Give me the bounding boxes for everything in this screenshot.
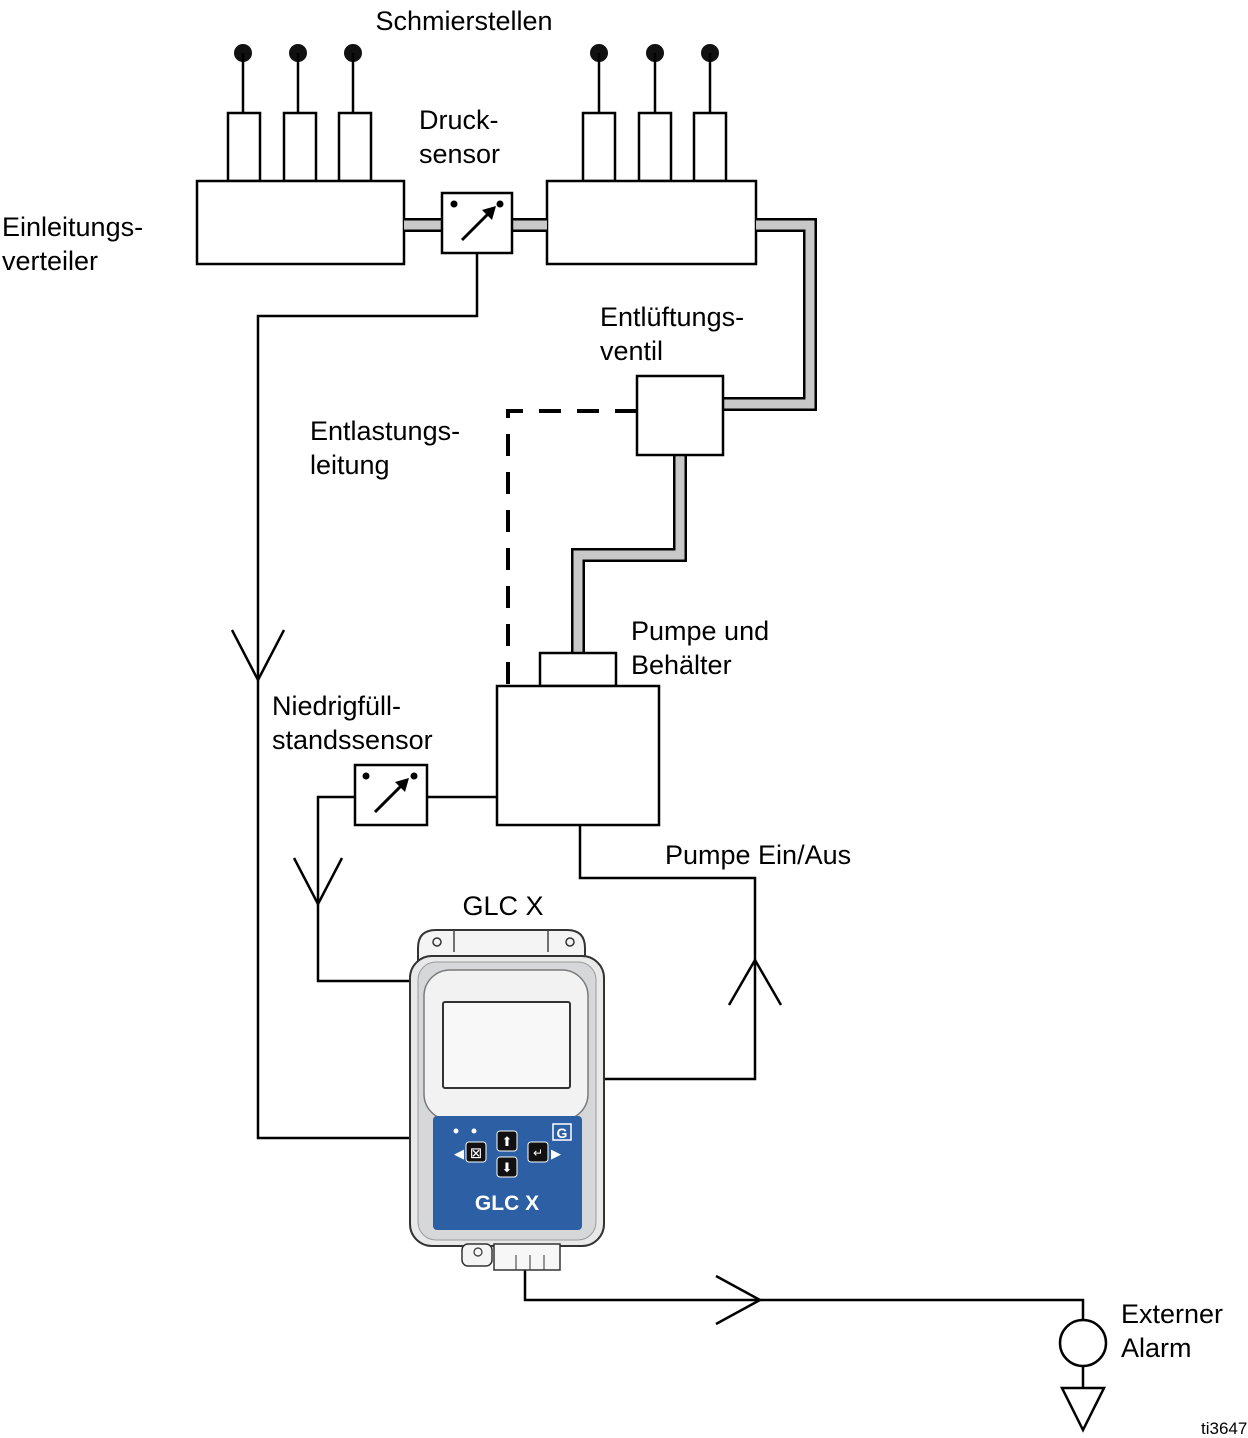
- left-arrow-icon: ◀: [454, 1147, 464, 1162]
- relief-line: [506, 409, 637, 686]
- label-injector-manifold-1: Einleitungs-: [2, 212, 143, 242]
- signal-arrow-alarm: [715, 1274, 763, 1326]
- enter-button[interactable]: [527, 1141, 549, 1163]
- label-external-alarm-2: Alarm: [1121, 1333, 1192, 1363]
- vent-valve: [635, 374, 725, 457]
- up-arrow-icon: ⬆: [502, 1135, 513, 1150]
- pressure-sensor: [440, 191, 514, 255]
- cable-connector: [493, 1243, 561, 1271]
- down-button[interactable]: [496, 1156, 518, 1178]
- alarm-line: [523, 1268, 1085, 1320]
- alarm-lamp: [1058, 1318, 1108, 1368]
- pump-reservoir: [495, 684, 661, 827]
- label-relief-line-1: Entlastungs-: [310, 416, 460, 446]
- low-level-sensor: [353, 763, 429, 827]
- reset-button[interactable]: [465, 1141, 487, 1163]
- lubrication-points-right: [581, 44, 728, 183]
- grease-pipes: [404, 218, 817, 653]
- label-injector-manifold-2: verteiler: [2, 246, 98, 276]
- reset-icon: ⊠: [470, 1144, 483, 1162]
- label-controller: GLC X: [462, 891, 543, 921]
- label-pressure-sensor-2: sensor: [419, 139, 500, 169]
- signal-arrow-left: [230, 629, 286, 683]
- brand-logo: [552, 1123, 572, 1141]
- label-vent-valve-2: ventil: [600, 336, 663, 366]
- label-low-level-sensor-1: Niedrigfüll-: [272, 691, 401, 721]
- label-lubrication-points: Schmierstellen: [375, 6, 552, 36]
- pressure-signal-line: [256, 253, 479, 1140]
- label-relief-line-2: leitung: [310, 450, 390, 480]
- label-pump-on-off: Pumpe Ein/Aus: [665, 840, 851, 870]
- pump-on-off-line: [578, 825, 757, 1081]
- label-pressure-sensor-1: Druck-: [419, 105, 499, 135]
- signal-arrow-low-level: [292, 857, 344, 907]
- figure-id: ti3647: [1201, 1419, 1247, 1438]
- label-pump-reservoir-1: Pumpe und: [631, 616, 769, 646]
- injector-manifold-left: [195, 179, 406, 266]
- panel-title: GLC X: [475, 1192, 539, 1215]
- low-level-signal-line: [316, 795, 417, 983]
- label-pump-reservoir-2: Behälter: [631, 650, 732, 680]
- alarm-ground: [1059, 1386, 1107, 1433]
- lubrication-points-left: [226, 44, 373, 183]
- pump-top: [538, 651, 618, 688]
- label-low-level-sensor-2: standssensor: [272, 725, 433, 755]
- glc-x-controller: G ⊠ ◀ ⬆ ⬇ ↵ ▶ GLC X: [409, 929, 605, 1271]
- right-arrow-icon: ▶: [551, 1147, 561, 1162]
- up-button[interactable]: [496, 1130, 518, 1152]
- svg-text:G: G: [557, 1125, 568, 1141]
- label-external-alarm-1: Externer: [1121, 1299, 1223, 1329]
- down-arrow-icon: ⬇: [502, 1161, 513, 1176]
- label-vent-valve-1: Entlüftungs-: [600, 302, 744, 332]
- signal-arrow-pump: [727, 957, 783, 1006]
- enter-icon: ↵: [533, 1146, 543, 1160]
- injector-manifold-right: [545, 179, 758, 266]
